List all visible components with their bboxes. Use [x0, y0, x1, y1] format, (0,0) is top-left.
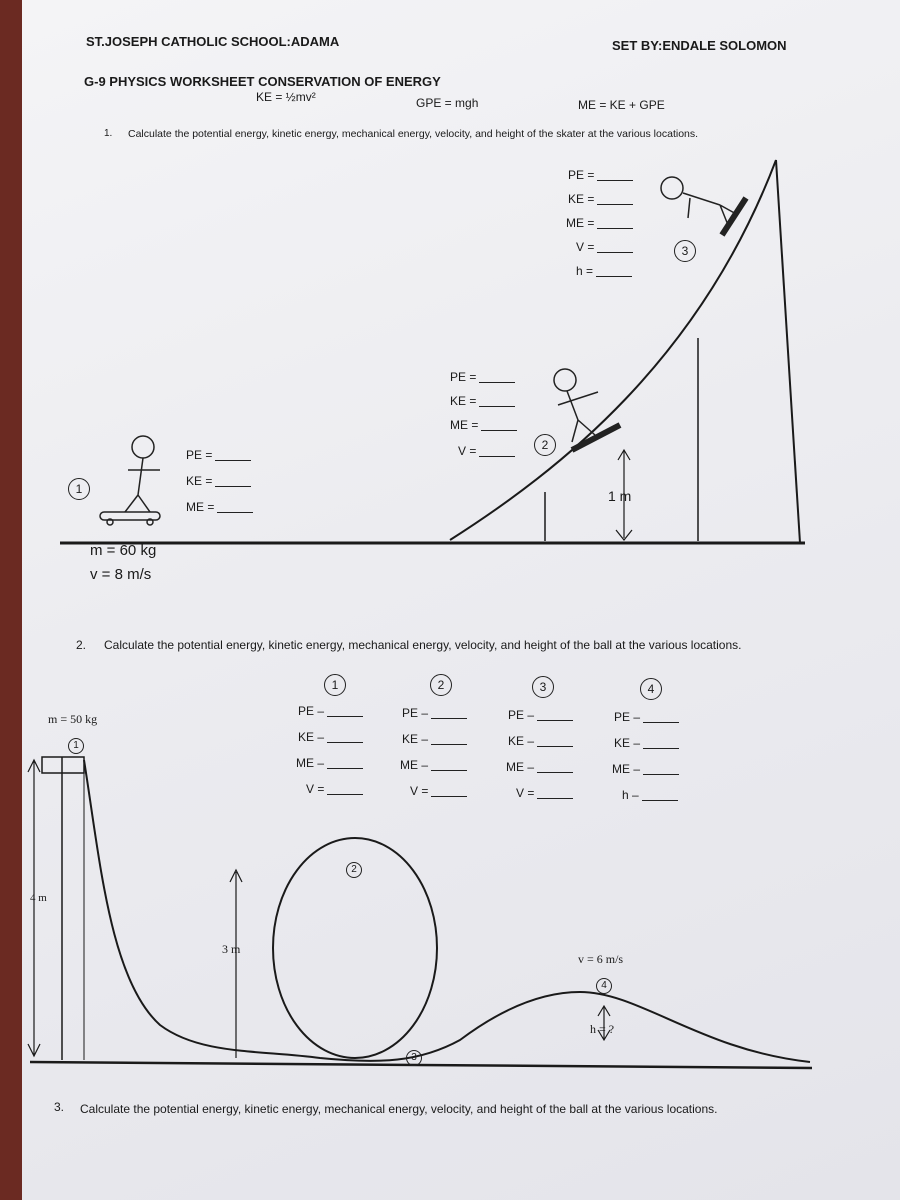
q2-col4-h: h – [622, 788, 678, 802]
q1-location-2-marker: 2 [534, 434, 556, 456]
worksheet-page [22, 0, 900, 1200]
q2-velocity-top: v = 6 m/s [578, 952, 624, 966]
set-by: SET BY:ENDALE SOLOMON [612, 38, 787, 53]
q1-loc2-v: V = [458, 444, 516, 458]
q2-col3-ke: KE – [508, 734, 574, 748]
q1-location-3-marker: 3 [674, 240, 696, 262]
q2-col3-v: V = [516, 786, 574, 800]
q1-loc2-ke: KE = [450, 394, 516, 408]
formula-ke: KE = ½mv² [256, 90, 316, 104]
q2-height-4m: 4 m [30, 892, 47, 904]
coaster-track [27, 756, 813, 1070]
q2-track-marker-3: 3 [406, 1050, 422, 1066]
q1-loc3-pe: PE = [568, 168, 634, 182]
q1-height-label: 1 m [608, 488, 632, 504]
school-name: ST.JOSEPH CATHOLIC SCHOOL:ADAMA [86, 34, 340, 49]
q2-col1-number: 1 [324, 674, 346, 696]
q1-location-1-marker: 1 [68, 478, 90, 500]
q2-col4-pe: PE – [614, 710, 680, 724]
q2-col2-me: ME – [400, 758, 468, 772]
q3-number: 3. [54, 1100, 65, 1114]
skater-3 [660, 176, 749, 237]
skate-ramp [60, 159, 805, 545]
q2-col4-me: ME – [612, 762, 680, 776]
skater-2 [553, 368, 622, 453]
q2-col1-me: ME – [296, 756, 364, 770]
q3-text: Calculate the potential energy, kinetic … [80, 1102, 718, 1116]
formula-me: ME = KE + GPE [578, 98, 665, 112]
q2-mass: m = 50 kg [48, 712, 98, 726]
q1-loc1-pe: PE = [186, 448, 252, 462]
q1-loc2-pe: PE = [450, 370, 516, 384]
q2-col2-pe: PE – [402, 706, 468, 720]
q2-col4-ke: KE – [614, 736, 680, 750]
q1-text: Calculate the potential energy, kinetic … [128, 128, 699, 140]
q2-col2-number: 2 [430, 674, 452, 696]
q2-number: 2. [76, 638, 87, 652]
q1-velocity: v = 8 m/s [90, 566, 152, 583]
q1-loc3-ke: KE = [568, 192, 634, 206]
q1-loc1-me: ME = [186, 500, 254, 514]
q2-col1-ke: KE – [298, 730, 364, 744]
q2-height-3m: 3 m [222, 942, 241, 956]
worksheet-title: G-9 PHYSICS WORKSHEET CONSERVATION OF EN… [84, 74, 441, 89]
q2-track-marker-1: 1 [68, 738, 84, 754]
q1-mass: m = 60 kg [90, 542, 157, 559]
q2-col2-ke: KE – [402, 732, 468, 746]
formula-gpe: GPE = mgh [416, 96, 479, 110]
q2-track-marker-4: 4 [596, 978, 612, 994]
q1-loc3-h: h = [576, 264, 633, 278]
q2-text: Calculate the potential energy, kinetic … [104, 638, 742, 652]
skater-1 [99, 435, 161, 526]
q2-col3-number: 3 [532, 676, 554, 698]
q1-loc3-me: ME = [566, 216, 634, 230]
q1-loc1-ke: KE = [186, 474, 252, 488]
q1-loc3-v: V = [576, 240, 634, 254]
q2-track-marker-2: 2 [346, 862, 362, 878]
q2-col1-pe: PE – [298, 704, 364, 718]
q2-col3-pe: PE – [508, 708, 574, 722]
q2-col3-me: ME – [506, 760, 574, 774]
q2-height-unknown: h = ? [590, 1022, 615, 1036]
q1-loc2-me: ME = [450, 418, 518, 432]
q2-col4-number: 4 [640, 678, 662, 700]
q2-col1-v: V = [306, 782, 364, 796]
q1-number: 1. [104, 128, 113, 139]
q2-col2-v: V = [410, 784, 468, 798]
